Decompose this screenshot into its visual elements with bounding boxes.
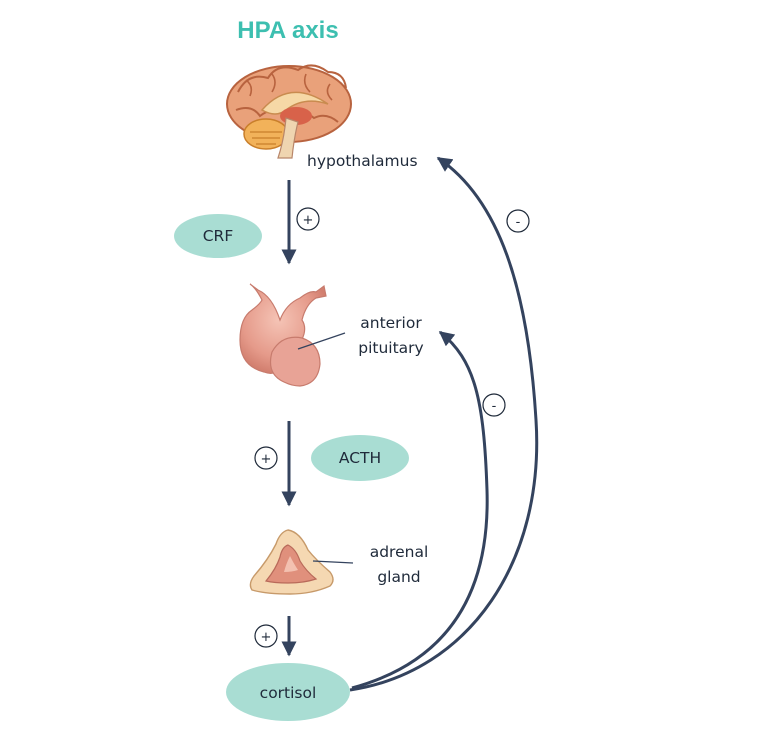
diagram-title: HPA axis <box>237 17 338 44</box>
hypothalamus-label: hypothalamus <box>307 152 418 170</box>
acth-plus-sign: + <box>254 446 278 470</box>
acth-label: ACTH <box>339 449 381 467</box>
adrenal-gland-label-line2: gland <box>377 568 420 586</box>
crf-plus-sign: + <box>296 207 320 231</box>
pituitary-pointer-line <box>297 332 346 350</box>
cortisol-hormone-badge: cortisol <box>226 663 350 721</box>
svg-text:-: - <box>516 215 521 230</box>
svg-text:+: + <box>261 452 272 467</box>
cortisol-plus-sign: + <box>254 624 278 648</box>
feedback-arrow-to-hypothalamus <box>349 156 539 692</box>
adrenal-gland-label-line1: adrenal <box>370 543 429 561</box>
anterior-pituitary-label-line2: pituitary <box>358 339 423 357</box>
adrenal-gland-icon <box>249 529 334 595</box>
svg-text:+: + <box>303 213 314 228</box>
cortisol-label: cortisol <box>260 684 317 702</box>
crf-hormone-badge: CRF <box>174 214 262 258</box>
feedback-arrow-to-pituitary <box>351 330 489 690</box>
hypothalamus-feedback-minus-sign: - <box>506 209 530 233</box>
acth-hormone-badge: ACTH <box>311 435 409 481</box>
svg-text:-: - <box>492 399 497 414</box>
crf-label: CRF <box>203 227 234 245</box>
svg-text:+: + <box>261 630 272 645</box>
brain-icon <box>226 64 352 159</box>
anterior-pituitary-label-line1: anterior <box>360 314 422 332</box>
pituitary-icon <box>239 283 327 387</box>
adrenal-pointer-line <box>312 560 354 564</box>
pituitary-feedback-minus-sign: - <box>482 393 506 417</box>
